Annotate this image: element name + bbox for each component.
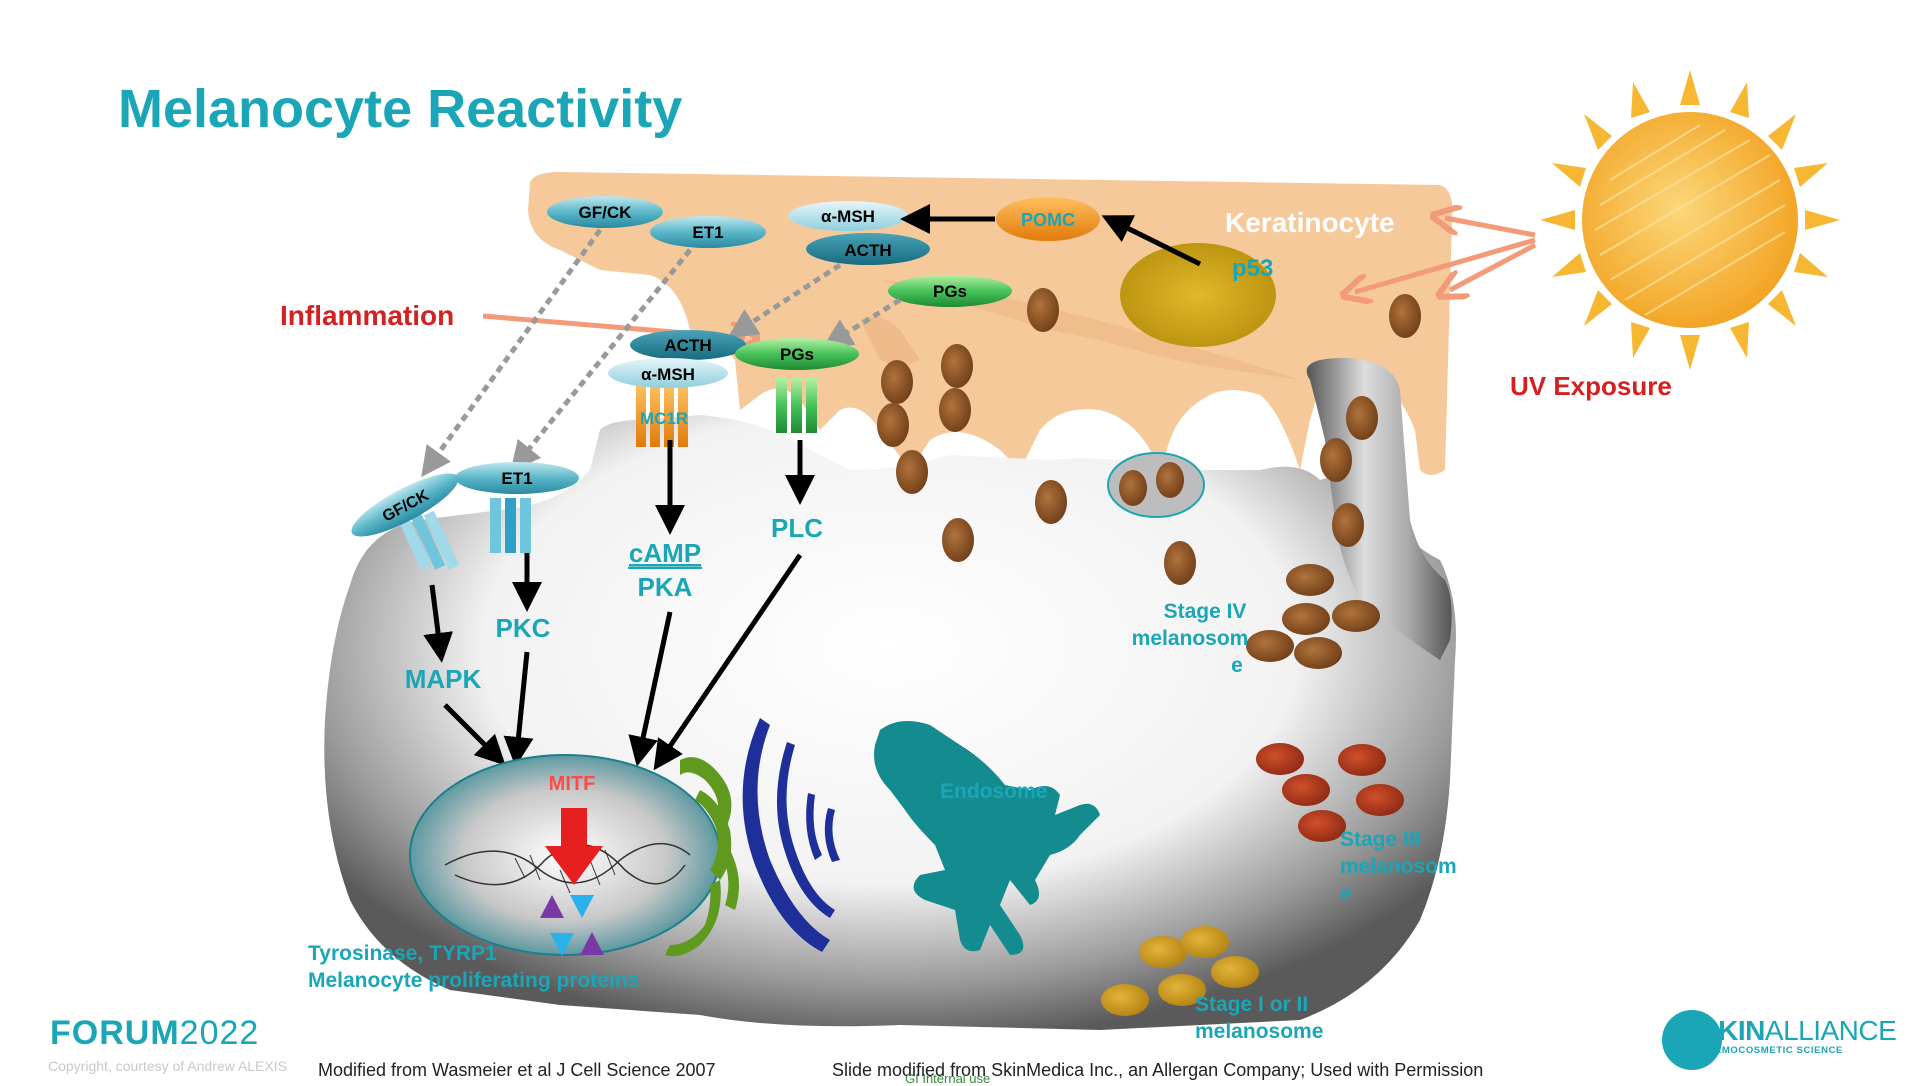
melanosome-group-melanocyte — [942, 396, 1378, 585]
forum-logo-bold: FORUM — [50, 1014, 180, 1052]
keratinocyte-label: Keratinocyte — [1225, 207, 1395, 238]
endosome — [874, 721, 1100, 955]
pgs-receptor-label: PGs — [780, 345, 814, 364]
mitf-arrow-icon — [545, 808, 603, 885]
triangle-icon — [580, 932, 604, 955]
pomc-pill: POMC — [996, 197, 1100, 241]
forum-logo-year: 2022 — [179, 1014, 260, 1052]
stage-iii-melanosomes — [1256, 743, 1404, 842]
golgi-apparatus — [742, 718, 840, 952]
mapk-label: MAPK — [405, 664, 482, 694]
pomc-label: POMC — [1021, 210, 1075, 230]
stage-i-ii-label-line2: melanosome — [1195, 1020, 1323, 1043]
brand-light: ALLIANCE — [1764, 1015, 1897, 1046]
brand-subtitle: DERMOCOSMETIC SCIENCE — [1700, 1045, 1843, 1056]
acth-receptor-label: ACTH — [664, 336, 711, 355]
copyright-text: Copyright, courtesy of Andrew ALEXIS — [48, 1058, 287, 1074]
et1-receptor-label: ET1 — [501, 469, 532, 488]
pgs-top-pill: PGs — [888, 275, 1012, 307]
triangle-icon — [550, 933, 574, 956]
camp-label: cAMP — [629, 538, 701, 568]
endoplasmic-reticulum — [665, 757, 739, 957]
tyrosinase-label: Tyrosinase, TYRP1 — [308, 942, 497, 965]
pgs-receptor: PGs — [735, 338, 859, 433]
et1-top-label: ET1 — [692, 223, 723, 242]
acth-top-pill: ACTH — [806, 233, 930, 265]
melanosome-group-keratinocyte — [877, 288, 1421, 494]
stage-iv-label-line2: melanosom — [1132, 627, 1249, 650]
melanocyte-dendrite — [1306, 357, 1452, 660]
gfck-top-pill: GF/CK — [547, 196, 663, 228]
et1-top-pill: ET1 — [650, 216, 766, 248]
stage-i-ii-melanosomes — [1101, 926, 1259, 1016]
p53-ellipse — [1120, 243, 1276, 347]
alpha-msh-receptor-pill: α-MSH — [608, 358, 728, 388]
vesicle-with-melanosomes — [1107, 452, 1205, 518]
mc1r-receptor: MC1R — [636, 385, 688, 447]
stage-iv-label-line3: e — [1231, 654, 1243, 677]
alpha-msh-top-pill: α-MSH — [788, 201, 908, 231]
p53-label: p53 — [1232, 255, 1273, 282]
stage-i-ii-label-line1: Stage I or II — [1195, 993, 1308, 1016]
pkc-label: PKC — [496, 613, 551, 643]
et1-receptor: ET1 — [455, 462, 579, 553]
alpha-msh-top-label: α-MSH — [821, 207, 875, 226]
stage-iii-label-line1: Stage III — [1340, 828, 1421, 851]
inflammation-label: Inflammation — [280, 300, 454, 331]
mitf-label: MITF — [549, 773, 596, 795]
triangle-icon — [540, 895, 564, 918]
citation-skinmedica: Slide modified from SkinMedica Inc., an … — [832, 1060, 1484, 1080]
sun-icon — [1540, 70, 1840, 370]
acth-receptor-pill: ACTH — [630, 330, 746, 360]
stage-iii-label-line3: e — [1340, 882, 1352, 905]
forum-logo: FORUM2022 — [50, 1014, 259, 1053]
endosome-label: Endosome — [940, 780, 1047, 803]
stage-iii-label-line2: melanosom — [1340, 855, 1457, 878]
gfck-top-label: GF/CK — [579, 203, 633, 222]
skinalliance-logo: SKINALLIANCE DERMOCOSMETIC SCIENCE — [1700, 1015, 1897, 1056]
brand-bold: SKIN — [1700, 1015, 1765, 1046]
pka-label: PKA — [638, 572, 693, 602]
citation-wasmeier: Modified from Wasmeier et al J Cell Scie… — [318, 1060, 716, 1080]
internal-use-note: GI Internal use — [905, 1071, 991, 1086]
slide-title: Melanocyte Reactivity — [118, 79, 683, 139]
proliferating-proteins-label: Melanocyte proliferating proteins — [308, 969, 639, 992]
pgs-top-label: PGs — [933, 282, 967, 301]
triangle-icon — [570, 895, 594, 918]
skinalliance-logo-icon — [1662, 1010, 1722, 1070]
stage-iv-melanosomes — [1246, 564, 1380, 669]
acth-top-label: ACTH — [844, 241, 891, 260]
uv-exposure-label: UV Exposure — [1510, 371, 1672, 401]
stage-iv-label-line1: Stage IV — [1164, 600, 1247, 623]
plc-label: PLC — [771, 513, 823, 543]
mc1r-label: MC1R — [640, 409, 688, 428]
alpha-msh-receptor-label: α-MSH — [641, 365, 695, 384]
